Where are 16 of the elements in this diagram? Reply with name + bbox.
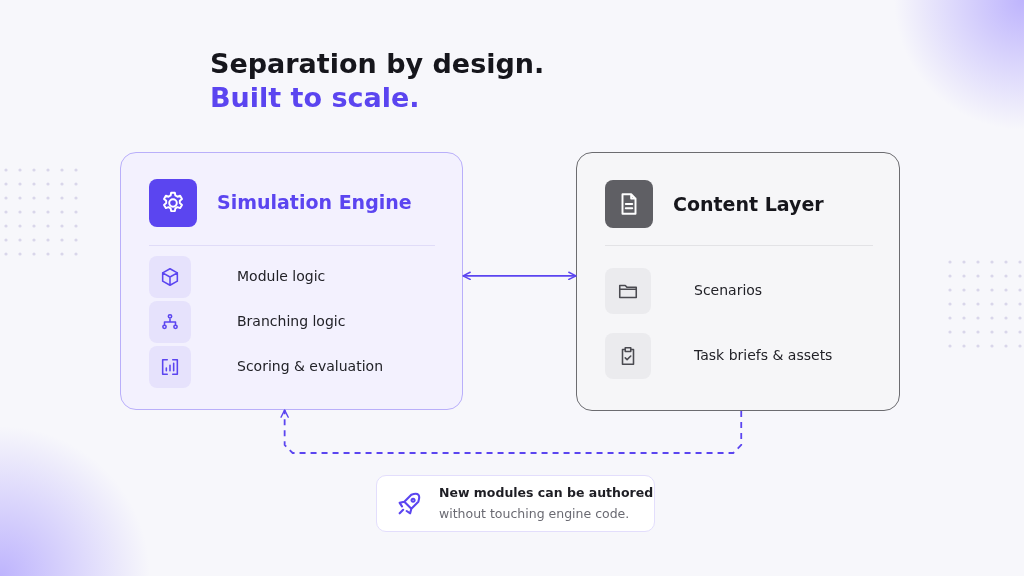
panel-title: Content Layer xyxy=(673,193,824,215)
note-text: New modules can be authored xyxy=(439,485,654,500)
item-label: Module logic xyxy=(237,268,326,284)
panel-card xyxy=(120,152,463,410)
item-label: Branching logic xyxy=(237,313,346,329)
item-label: Scoring & evaluation xyxy=(237,358,383,374)
dashed-arrow xyxy=(280,409,743,454)
item-label: Task briefs & assets xyxy=(694,347,833,363)
double-arrow xyxy=(462,271,577,281)
panel-title: Simulation Engine xyxy=(217,191,412,213)
note-card xyxy=(376,475,655,532)
panel-card xyxy=(576,152,900,411)
heading-subtitle: Built to scale. xyxy=(210,82,420,113)
heading-title: Separation by design. xyxy=(210,48,545,79)
note-subtext: without touching engine code. xyxy=(439,506,630,521)
item-label: Scenarios xyxy=(694,282,763,298)
